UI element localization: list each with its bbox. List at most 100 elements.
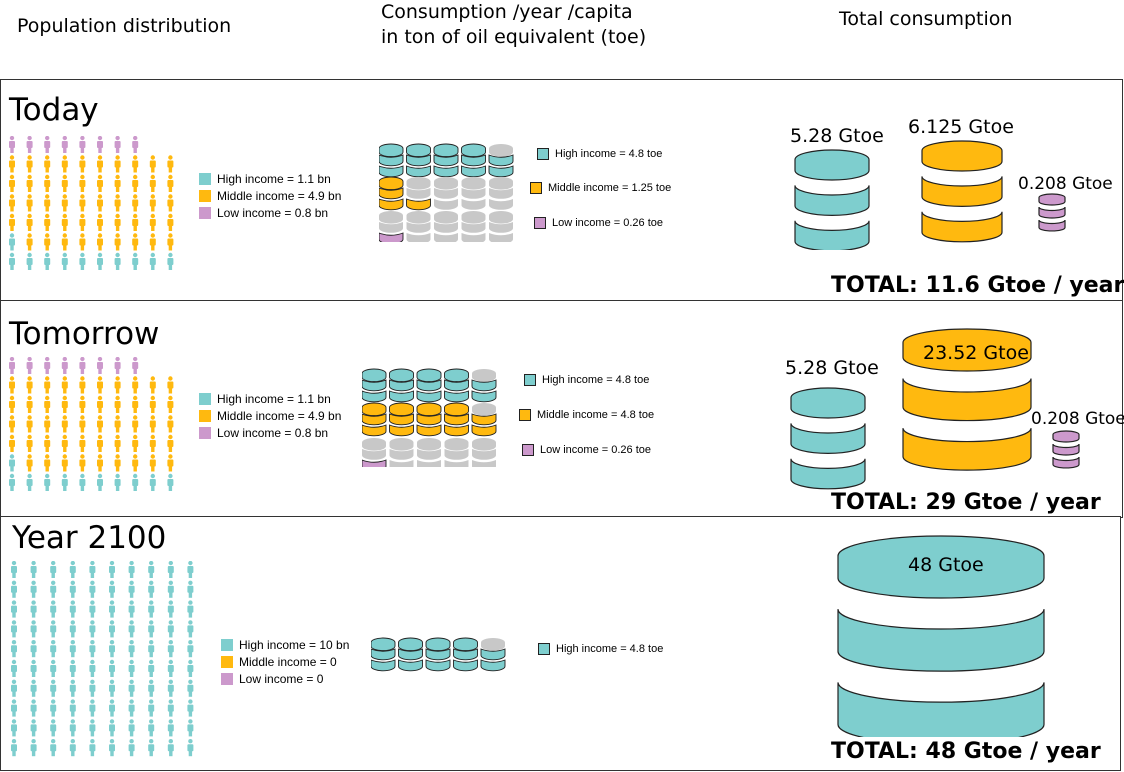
person-icon	[149, 252, 156, 270]
total-text: TOTAL: 48 Gtoe / year	[831, 739, 1101, 764]
person-icon	[30, 620, 37, 638]
person-icon	[89, 719, 96, 737]
person-icon	[89, 699, 96, 717]
person-icon	[61, 415, 68, 433]
person-icon	[30, 699, 37, 717]
person-icon	[114, 434, 121, 452]
barrel-icon	[416, 368, 442, 403]
legend-swatch	[519, 409, 531, 421]
person-icon	[79, 357, 86, 374]
person-icon	[97, 194, 103, 212]
legend-label: Low income = 0.8 bn	[217, 425, 329, 440]
legend-label: High income = 4.8 toe	[556, 643, 664, 655]
person-icon	[26, 454, 33, 472]
person-icon	[167, 233, 174, 251]
person-icon	[9, 194, 15, 212]
person-icon	[30, 719, 37, 737]
person-icon	[69, 580, 76, 598]
barrel-icon	[362, 402, 387, 437]
total-label-middle: 6.125 Gtoe	[908, 116, 1014, 138]
person-icon	[44, 415, 51, 433]
legend-swatch	[199, 426, 211, 439]
person-icon	[149, 415, 156, 433]
person-icon	[132, 357, 139, 374]
person-icon	[79, 174, 86, 192]
legend-label: Low income = 0.8 bn	[217, 205, 329, 220]
person-icon	[114, 213, 121, 231]
person-icon	[26, 194, 33, 212]
legend-label: High income = 10 bn	[239, 637, 350, 652]
person-icon	[30, 739, 37, 757]
person-icon	[79, 473, 86, 491]
person-icon	[11, 679, 17, 697]
person-icon	[114, 395, 121, 413]
person-icon	[50, 561, 57, 578]
barrel-icon	[389, 438, 414, 467]
barrel-icon	[389, 402, 414, 437]
person-icon	[61, 395, 68, 413]
person-icon	[109, 640, 115, 658]
person-icon	[167, 561, 174, 578]
total-barrel-high	[837, 535, 1045, 737]
person-icon	[30, 640, 37, 658]
total-barrel-middle	[921, 140, 1003, 243]
person-icon	[167, 699, 174, 717]
panel-title: Tomorrow	[9, 316, 160, 352]
legend-swatch	[221, 638, 233, 651]
barrel-icon	[362, 438, 387, 467]
person-icon	[97, 473, 103, 491]
person-icon	[128, 699, 135, 717]
person-icon	[61, 434, 68, 452]
person-icon	[44, 376, 51, 394]
person-icon	[9, 473, 15, 491]
legend-label: Middle income = 4.9 bn	[217, 188, 342, 203]
legend-swatch	[221, 655, 233, 668]
legend-label: Middle income = 0	[239, 654, 337, 669]
person-icon	[149, 194, 156, 212]
person-icon	[61, 194, 68, 212]
consumption-legend-item-middle: Middle income = 4.8 toe	[519, 409, 654, 421]
person-icon	[167, 659, 174, 677]
person-icon	[9, 252, 15, 270]
person-icon	[26, 415, 33, 433]
barrel-icon	[461, 177, 486, 210]
barrel-icon	[416, 402, 442, 437]
consumption-legend-item-middle: Middle income = 1.25 toe	[530, 182, 671, 194]
person-icon	[149, 395, 156, 413]
person-icon	[79, 415, 86, 433]
person-icon	[61, 174, 68, 192]
person-icon	[61, 357, 68, 374]
person-icon	[132, 194, 139, 212]
person-icon	[167, 252, 174, 270]
total-barrel-low	[1038, 193, 1066, 232]
population-pictogram	[9, 136, 174, 270]
header-population: Population distribution	[17, 15, 232, 37]
person-icon	[9, 434, 15, 452]
person-icon	[9, 136, 15, 153]
person-icon	[167, 620, 174, 638]
person-icon	[11, 719, 17, 737]
person-icon	[79, 252, 86, 270]
population-pictogram	[9, 357, 174, 491]
person-icon	[148, 659, 155, 677]
person-icon	[89, 600, 96, 618]
person-icon	[97, 252, 103, 270]
person-icon	[89, 640, 96, 658]
person-icon	[9, 415, 15, 433]
person-icon	[61, 376, 68, 394]
barrel-icon	[471, 403, 497, 437]
consumption-barrels	[371, 637, 506, 672]
person-icon	[69, 679, 76, 697]
barrel-icon	[434, 211, 458, 242]
legend-item-low: Low income = 0	[221, 670, 349, 687]
person-icon	[79, 454, 86, 472]
person-icon	[44, 357, 51, 374]
total-barrels	[837, 535, 1045, 737]
legend-swatch	[538, 643, 550, 655]
legend-item-high: High income = 10 bn	[221, 636, 349, 653]
person-icon	[97, 357, 103, 374]
person-icon	[79, 233, 86, 251]
